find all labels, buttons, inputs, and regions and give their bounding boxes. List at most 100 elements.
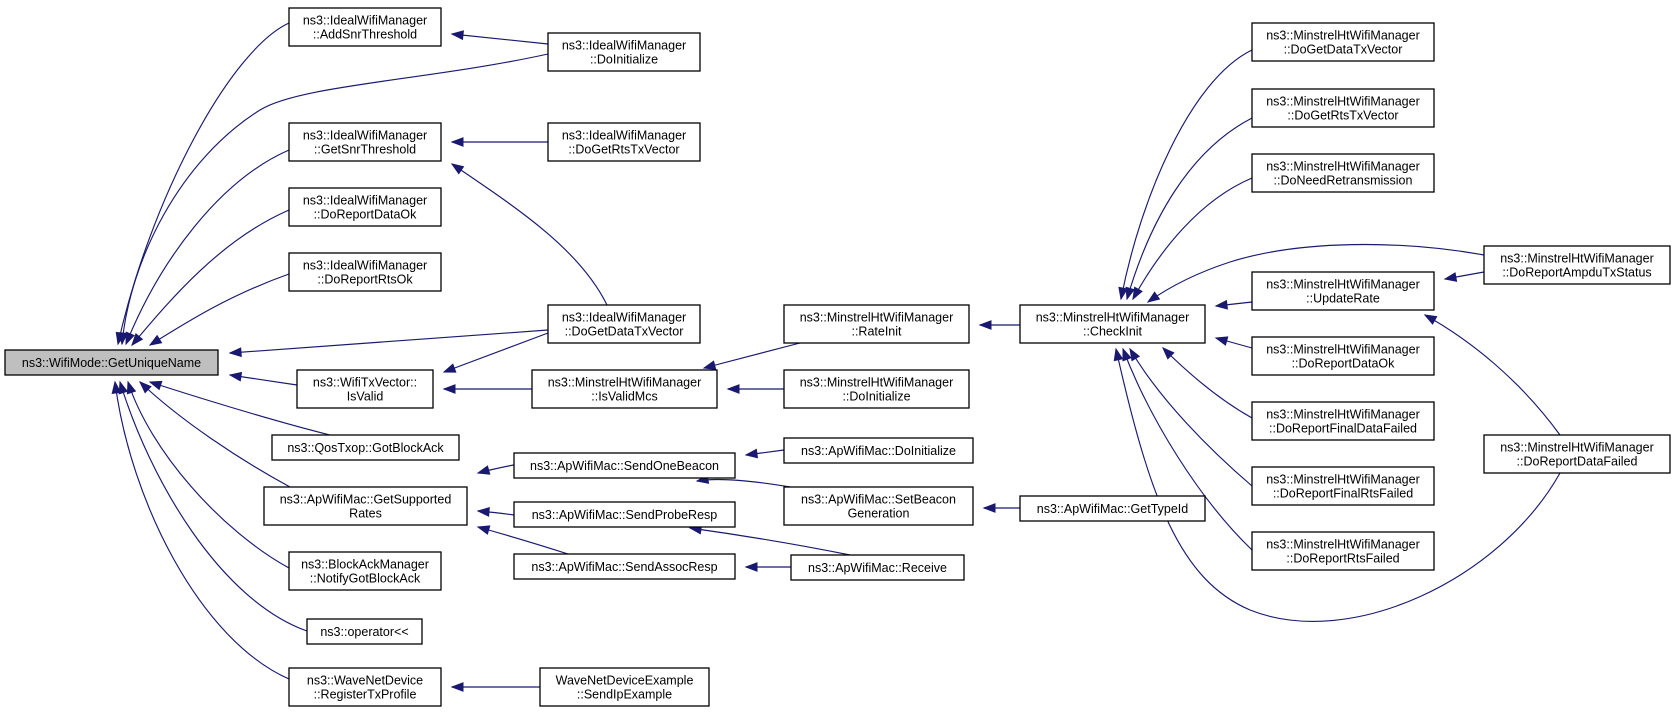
- arrowhead-icon: [126, 380, 137, 395]
- node-m_retr[interactable]: ns3::MinstrelHtWifiManager::DoNeedRetran…: [1251, 153, 1435, 193]
- node-label: ns3::MinstrelHtWifiManager: [800, 376, 954, 390]
- edge-line: [1424, 314, 1561, 436]
- edge-line: [443, 332, 549, 373]
- node-m_check[interactable]: ns3::MinstrelHtWifiManager::CheckInit: [1019, 304, 1206, 344]
- node-m_isvalid[interactable]: ns3::MinstrelHtWifiManager::IsValidMcs: [531, 369, 718, 409]
- node-bam[interactable]: ns3::BlockAckManager::NotifyGotBlockAck: [288, 551, 442, 591]
- node-box: [547, 122, 701, 162]
- arrowhead-icon: [442, 384, 456, 394]
- edge-m_dataok-to-m_check: [1214, 336, 1253, 349]
- node-i_data[interactable]: ns3::IdealWifiManager::DoGetDataTxVector: [547, 304, 701, 344]
- node-i_rtsok[interactable]: ns3::IdealWifiManager::DoReportRtsOk: [288, 252, 442, 292]
- node-label: ns3::MinstrelHtWifiManager: [1500, 441, 1654, 455]
- node-label: ::DoInitialize: [842, 390, 910, 404]
- node-label: ns3::MinstrelHtWifiManager: [1036, 311, 1190, 325]
- arrowhead-icon: [702, 360, 717, 370]
- node-label: ::DoReportDataOk: [314, 208, 418, 222]
- edge-line: [1115, 348, 1561, 622]
- node-wnd_ex[interactable]: WaveNetDeviceExample::SendIpExample: [539, 667, 710, 707]
- edge-ap_recv-to-ap_probe: [688, 524, 851, 556]
- edge-i_data-to-root: [228, 329, 549, 358]
- node-ap_typeid[interactable]: ns3::ApWifiMac::GetTypeId: [1019, 495, 1206, 522]
- node-m_data[interactable]: ns3::MinstrelHtWifiManager::DoGetDataTxV…: [1251, 22, 1435, 62]
- node-m_finalrts[interactable]: ns3::MinstrelHtWifiManager::DoReportFina…: [1251, 466, 1435, 506]
- arrowhead-icon: [442, 363, 457, 373]
- edge-txv-to-root: [228, 371, 298, 386]
- node-i_dataok[interactable]: ns3::IdealWifiManager::DoReportDataOk: [288, 187, 442, 227]
- node-label: ::DoReportFinalDataFailed: [1269, 422, 1417, 436]
- node-txv[interactable]: ns3::WifiTxVector::IsValid: [296, 369, 434, 409]
- node-ap_recv[interactable]: ns3::ApWifiMac::Receive: [790, 554, 965, 581]
- node-root[interactable]: ns3::WifiMode::GetUniqueName: [4, 349, 219, 376]
- node-m_datafail[interactable]: ns3::MinstrelHtWifiManager::DoReportData…: [1483, 434, 1671, 474]
- node-ap_assoc[interactable]: ns3::ApWifiMac::SendAssocResp: [513, 553, 736, 580]
- node-m_update[interactable]: ns3::MinstrelHtWifiManager::UpdateRate: [1251, 271, 1435, 311]
- node-box: [296, 369, 434, 409]
- graph-nodes: ns3::WifiMode::GetUniqueName ns3::IdealWi…: [4, 7, 1671, 707]
- node-qos[interactable]: ns3::QosTxop::GotBlockAck: [271, 434, 460, 461]
- node-box: [4, 349, 219, 376]
- node-label: ns3::IdealWifiManager: [303, 14, 427, 28]
- node-m_rts[interactable]: ns3::MinstrelHtWifiManager::DoGetRtsTxVe…: [1251, 88, 1435, 128]
- edge-m_finaldata-to-m_check: [1162, 347, 1253, 419]
- edge-ap_assoc-to-ap_rates: [476, 525, 569, 555]
- node-box: [1251, 531, 1435, 571]
- node-label: Generation: [848, 507, 910, 521]
- node-box: [1483, 434, 1671, 474]
- node-box: [306, 618, 423, 645]
- node-ap_init[interactable]: ns3::ApWifiMac::DoInitialize: [783, 437, 974, 464]
- node-box: [783, 304, 970, 344]
- arrowhead-icon: [450, 137, 464, 147]
- node-label: WaveNetDeviceExample: [556, 674, 694, 688]
- node-ap_probe[interactable]: ns3::ApWifiMac::SendProbeResp: [513, 501, 736, 528]
- node-box: [513, 452, 736, 479]
- edge-line: [125, 149, 290, 345]
- node-label: ns3::MinstrelHtWifiManager: [1266, 343, 1420, 357]
- node-i_rts[interactable]: ns3::IdealWifiManager::DoGetRtsTxVector: [547, 122, 701, 162]
- node-m_dataok[interactable]: ns3::MinstrelHtWifiManager::DoReportData…: [1251, 336, 1435, 376]
- node-label: ::SendIpExample: [577, 688, 672, 702]
- node-box: [1251, 22, 1435, 62]
- node-ap_beacon[interactable]: ns3::ApWifiMac::SendOneBeacon: [513, 452, 736, 479]
- node-label: ::DoGetRtsTxVector: [1287, 109, 1398, 123]
- node-label: ns3::MinstrelHtWifiManager: [1266, 473, 1420, 487]
- node-box: [1251, 466, 1435, 506]
- node-label: ::DoReportFinalRtsFailed: [1273, 487, 1413, 501]
- node-box: [288, 122, 442, 162]
- edge-line: [229, 329, 549, 354]
- node-label: ns3::ApWifiMac::DoInitialize: [801, 444, 956, 458]
- edge-line: [1147, 243, 1485, 303]
- node-m_rtsfail[interactable]: ns3::MinstrelHtWifiManager::DoReportRtsF…: [1251, 531, 1435, 571]
- node-wnd[interactable]: ns3::WaveNetDevice::RegisterTxProfile: [288, 667, 442, 707]
- node-i_add[interactable]: ns3::IdealWifiManager::AddSnrThreshold: [288, 7, 442, 47]
- node-m_rateinit[interactable]: ns3::MinstrelHtWifiManager::RateInit: [783, 304, 970, 344]
- node-m_finaldata[interactable]: ns3::MinstrelHtWifiManager::DoReportFina…: [1251, 401, 1435, 441]
- arrowhead-icon: [726, 384, 740, 394]
- node-op[interactable]: ns3::operator<<: [306, 618, 423, 645]
- node-label: ::CheckInit: [1083, 325, 1143, 339]
- node-label: ns3::IdealWifiManager: [303, 194, 427, 208]
- node-m_init[interactable]: ns3::MinstrelHtWifiManager::DoInitialize: [783, 369, 970, 409]
- node-m_ampdu[interactable]: ns3::MinstrelHtWifiManager::DoReportAmpd…: [1483, 245, 1671, 285]
- edge-m_update-to-m_check: [1214, 299, 1253, 310]
- node-box: [288, 551, 442, 591]
- node-label: ns3::WifiTxVector::: [313, 376, 417, 390]
- edge-line: [149, 273, 290, 346]
- arrowhead-icon: [138, 381, 152, 394]
- arrowhead-icon: [148, 334, 163, 346]
- node-label: ns3::QosTxop::GotBlockAck: [287, 441, 444, 455]
- edge-m_retr-to-m_check: [1132, 177, 1253, 301]
- node-box: [547, 304, 701, 344]
- node-i_getsnr[interactable]: ns3::IdealWifiManager::GetSnrThreshold: [288, 122, 442, 162]
- node-i_init[interactable]: ns3::IdealWifiManager::DoInitialize: [547, 32, 701, 72]
- edge-line: [119, 381, 308, 632]
- arrowhead-icon: [978, 320, 992, 330]
- arrowhead-icon: [118, 380, 129, 395]
- node-label: ::DoReportDataFailed: [1517, 455, 1638, 469]
- arrowhead-icon: [1146, 291, 1161, 303]
- node-box: [783, 486, 974, 526]
- node-label: ns3::IdealWifiManager: [562, 129, 686, 143]
- edge-line: [696, 479, 791, 488]
